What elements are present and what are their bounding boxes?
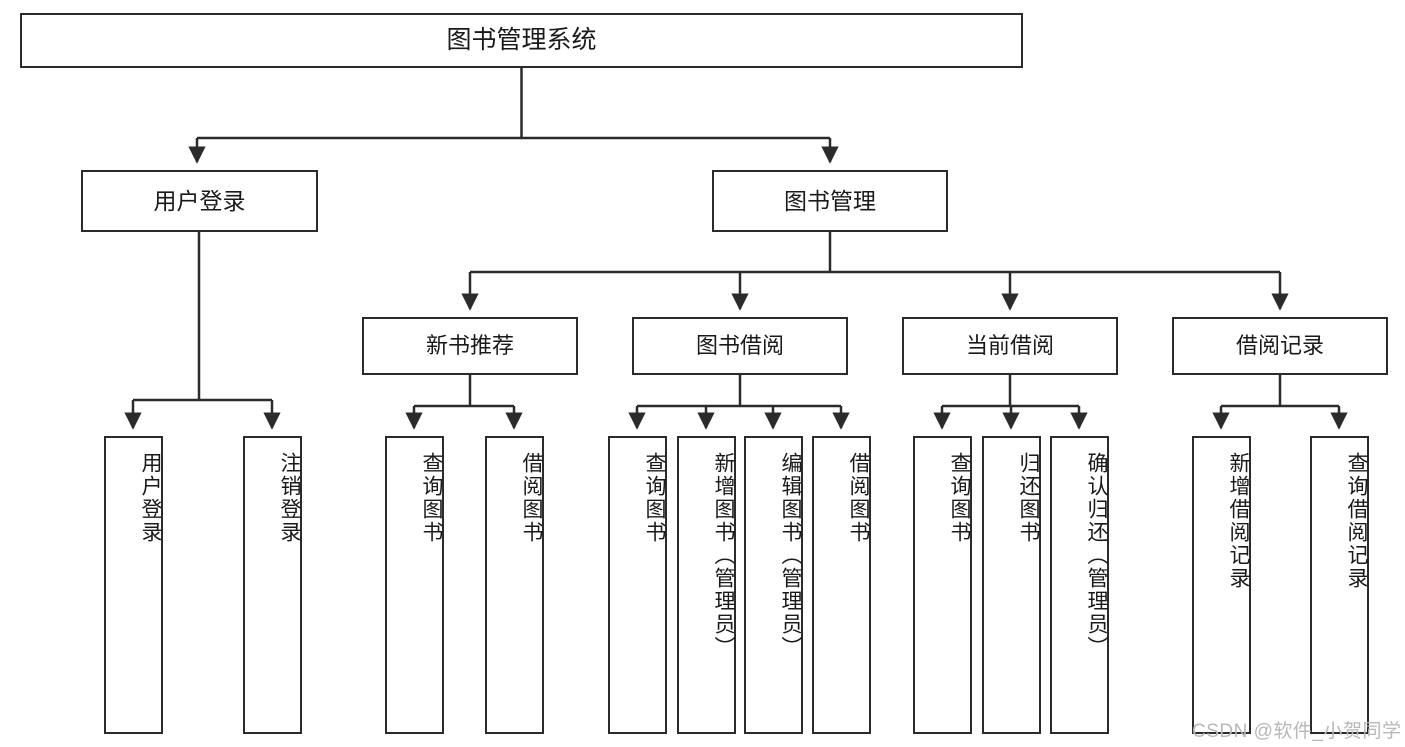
node-leaf-query-record-label: 查询借阅记录 <box>1345 452 1368 590</box>
node-leaf-add-book-label: 新增图书（管理员） <box>712 452 735 659</box>
node-root-label: 图书管理系统 <box>446 26 597 55</box>
node-leaf-edit-book[interactable]: 编辑图书（管理员） <box>744 436 803 734</box>
node-leaf-query-book-1[interactable]: 查询图书 <box>385 436 444 734</box>
node-leaf-query-book-3[interactable]: 查询图书 <box>913 436 972 734</box>
node-current-borrow-label: 当前借阅 <box>965 333 1054 359</box>
node-leaf-query-book-3-label: 查询图书 <box>948 452 971 544</box>
node-book-manage[interactable]: 图书管理 <box>712 170 948 232</box>
node-leaf-query-book-2[interactable]: 查询图书 <box>608 436 667 734</box>
node-leaf-user-logout-label: 注销登录 <box>278 452 301 544</box>
node-leaf-user-login-label: 用户登录 <box>139 452 162 544</box>
node-new-book-recommend[interactable]: 新书推荐 <box>362 317 578 375</box>
node-leaf-confirm-return-label: 确认归还（管理员） <box>1085 452 1108 659</box>
node-root[interactable]: 图书管理系统 <box>20 13 1023 68</box>
node-leaf-query-book-2-label: 查询图书 <box>643 452 666 544</box>
node-book-borrow[interactable]: 图书借阅 <box>632 317 848 375</box>
node-leaf-return-book-label: 归还图书 <box>1017 452 1040 544</box>
node-borrow-record[interactable]: 借阅记录 <box>1172 317 1388 375</box>
node-user-login[interactable]: 用户登录 <box>81 170 318 232</box>
node-leaf-user-logout[interactable]: 注销登录 <box>243 436 302 734</box>
node-leaf-query-book-1-label: 查询图书 <box>420 452 443 544</box>
node-leaf-add-book[interactable]: 新增图书（管理员） <box>677 436 736 734</box>
node-leaf-confirm-return[interactable]: 确认归还（管理员） <box>1050 436 1109 734</box>
node-new-book-recommend-label: 新书推荐 <box>425 333 514 359</box>
watermark-text: CSDN @软件_小贺同学 <box>1192 721 1402 742</box>
node-leaf-borrow-book-1-label: 借阅图书 <box>520 452 543 544</box>
node-leaf-user-login[interactable]: 用户登录 <box>104 436 163 734</box>
node-leaf-borrow-book-2-label: 借阅图书 <box>847 452 870 544</box>
node-leaf-add-record-label: 新增借阅记录 <box>1227 452 1250 590</box>
node-current-borrow[interactable]: 当前借阅 <box>902 317 1118 375</box>
node-leaf-borrow-book-2[interactable]: 借阅图书 <box>812 436 871 734</box>
node-leaf-query-record[interactable]: 查询借阅记录 <box>1310 436 1369 734</box>
node-leaf-add-record[interactable]: 新增借阅记录 <box>1192 436 1251 734</box>
node-leaf-return-book[interactable]: 归还图书 <box>982 436 1041 734</box>
node-book-borrow-label: 图书借阅 <box>695 333 784 359</box>
node-book-manage-label: 图书管理 <box>784 187 876 214</box>
node-user-login-label: 用户登录 <box>153 187 246 214</box>
node-leaf-edit-book-label: 编辑图书（管理员） <box>779 452 802 659</box>
node-leaf-borrow-book-1[interactable]: 借阅图书 <box>485 436 544 734</box>
node-borrow-record-label: 借阅记录 <box>1235 333 1324 359</box>
